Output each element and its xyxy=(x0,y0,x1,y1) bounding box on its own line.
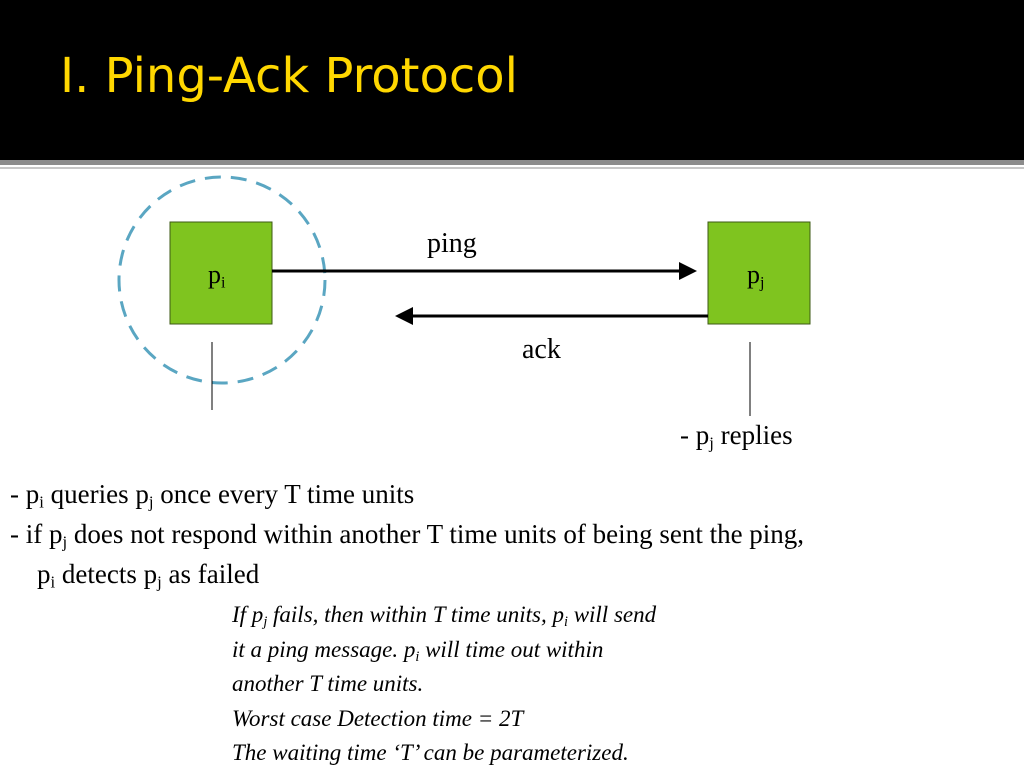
detection-time-note: If pj fails, then within T time units, p… xyxy=(232,598,656,771)
note-line: The waiting time ‘T’ can be parameterize… xyxy=(232,740,629,765)
divider-rule xyxy=(0,160,1024,165)
note-line: Worst case Detection time = 2T xyxy=(232,705,524,731)
ack-label: ack xyxy=(522,334,561,365)
node-pj-box xyxy=(707,221,811,325)
node-pj-label: pj xyxy=(747,260,765,292)
note-line: it a ping message. pi will time out with… xyxy=(232,636,604,665)
bullet-item: - if pj does not respond within another … xyxy=(10,519,805,552)
note-line: If pj fails, then within T time units, p… xyxy=(232,602,657,630)
divider-rule-thin xyxy=(0,167,1024,169)
bullet-item: - pi queries pj once every T time units xyxy=(10,479,415,512)
node-pi-box xyxy=(169,221,273,325)
bullet-item-continuation: pi detects pj as failed xyxy=(37,559,260,592)
note-line: another T time units. xyxy=(232,671,424,696)
pj-replies-label: - pj replies xyxy=(680,420,793,453)
bullet-list: - pi queries pj once every T time units … xyxy=(10,474,804,594)
slide-title: I. Ping-Ack Protocol xyxy=(60,48,518,104)
title-bar: I. Ping-Ack Protocol xyxy=(0,0,1024,160)
monitor-dashed-circle xyxy=(117,175,327,385)
node-pi-label: pi xyxy=(208,260,226,292)
ping-label: ping xyxy=(427,228,477,259)
